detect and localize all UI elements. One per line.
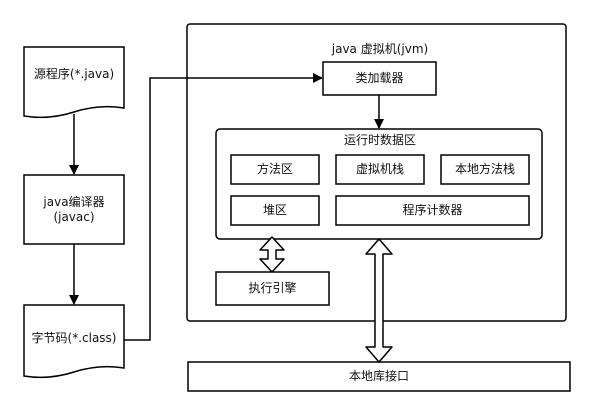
java-compiler-label: java编译器 (javac): [24, 175, 124, 244]
vm-stack-box: [335, 154, 425, 185]
double-arrow-runtime-native-library: [365, 238, 393, 363]
double-arrow-runtime-execution: [259, 236, 285, 273]
source-program-label: 源程序(*.java): [33, 66, 115, 81]
execution-engine-label: 执行引擎: [248, 281, 297, 295]
native-method-stack-box: [440, 154, 530, 185]
heap-box: [230, 195, 320, 226]
vm-stack-label: 虚拟机栈: [355, 162, 404, 176]
method-area-label: 方法区: [256, 162, 293, 176]
source-program-shape: [23, 46, 125, 119]
program-counter-box: [335, 195, 530, 226]
heap-label: 堆区: [262, 203, 287, 217]
class-loader-label: 类加载器: [355, 71, 404, 85]
jvm-title: java 虚拟机(jvm): [331, 41, 429, 56]
java-compiler-box: [23, 174, 125, 245]
native-method-stack-label: 本地方法栈: [454, 162, 515, 176]
bytecode-label: 字节码(*.class): [31, 330, 117, 345]
bytecode-shape: [23, 304, 125, 379]
native-library-interface-label: 本地库接口: [348, 369, 409, 383]
class-loader-box: [322, 61, 437, 96]
program-counter-label: 程序计数器: [402, 203, 463, 217]
execution-engine-box: [215, 271, 330, 306]
native-library-interface-box: [187, 361, 571, 392]
java-compiler-label-line2: (javac): [53, 209, 95, 224]
runtime-data-area-label: 运行时数据区: [343, 132, 416, 147]
java-compiler-label-line1: java编译器: [43, 194, 105, 209]
arrow-bytecode-to-class-loader: [124, 73, 323, 341]
method-area-box: [230, 154, 320, 185]
